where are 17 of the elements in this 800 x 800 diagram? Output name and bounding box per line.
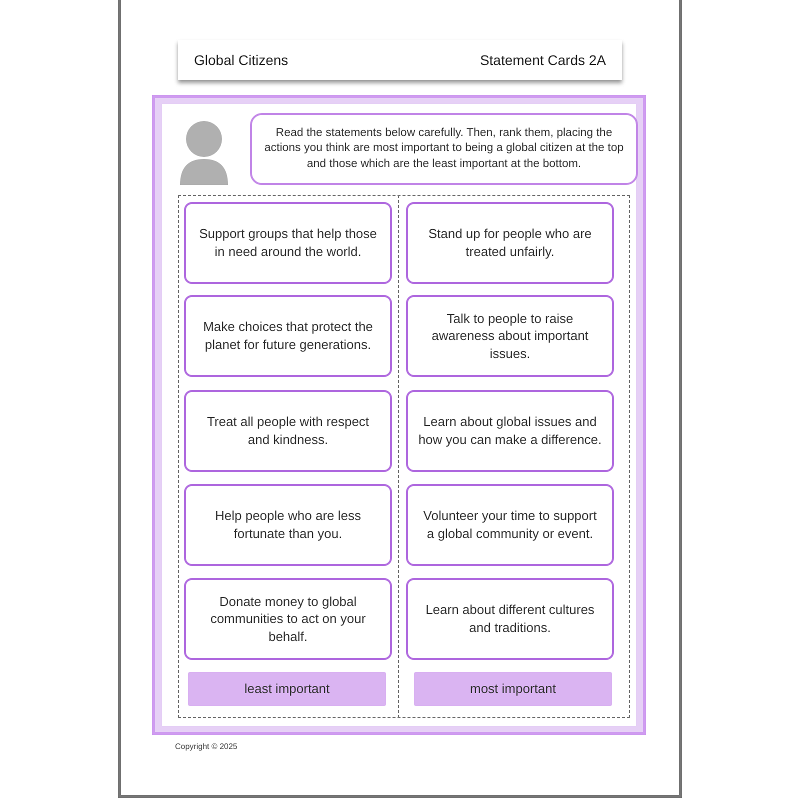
header-bar — [178, 40, 622, 80]
statement-card: Stand up for people who are treated unfairly. — [406, 202, 614, 284]
statement-card: Volunteer your time to support a global community or event. — [406, 484, 614, 566]
rank-label-box: most important — [414, 672, 612, 706]
statement-card: Learn about global issues and how you can make a difference. — [406, 390, 614, 472]
statement-card: Donate money to global communities to act on your behalf. — [184, 578, 392, 660]
statement-card: Support groups that help those in need around the world. — [184, 202, 392, 284]
statement-card: Treat all people with respect and kindness. — [184, 390, 392, 472]
statement-card: Learn about different cultures and traditions. — [406, 578, 614, 660]
rank-label-box: least important — [188, 672, 386, 706]
copyright-note: Copyright © 2025 — [175, 742, 238, 751]
statement-card: Help people who are less fortunate than you. — [184, 484, 392, 566]
sheet-title: Global Citizens — [194, 52, 288, 68]
statement-card: Talk to people to raise awareness about important issues. — [406, 295, 614, 377]
statement-card: Make choices that protect the planet for future generations. — [184, 295, 392, 377]
speech-bubble: Read the statements below carefully. Then, rank them, placing the actions you think are most important to being a global citizen at the top and those which are the least important at the bottom. — [250, 113, 638, 185]
sheet-subtitle: Statement Cards 2A — [480, 52, 606, 68]
